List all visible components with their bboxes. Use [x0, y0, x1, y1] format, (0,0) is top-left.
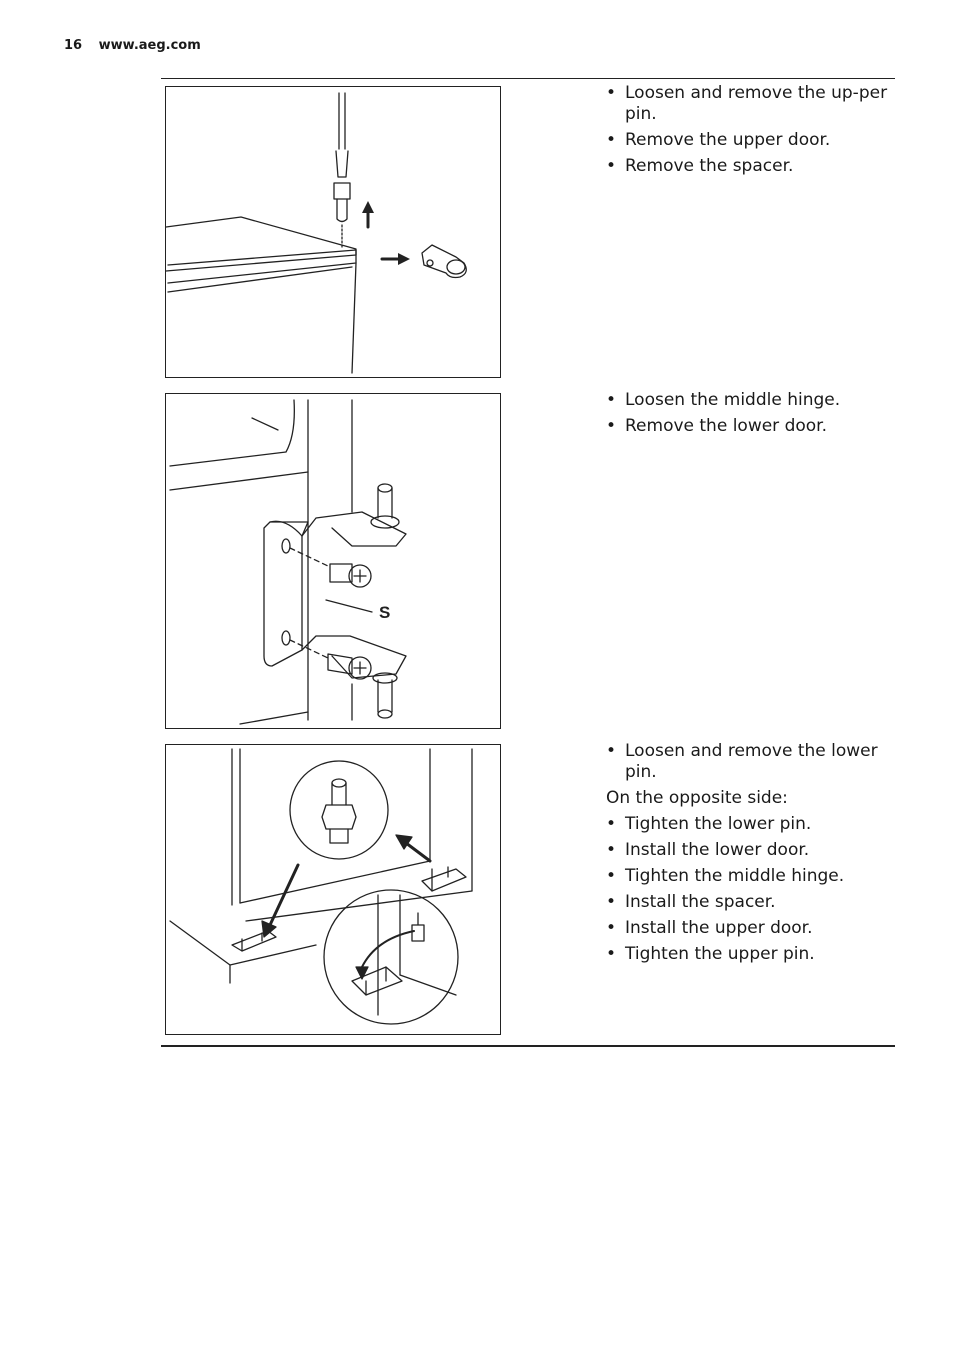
step2-instructions: Loosen the middle hinge. Remove the lowe… [606, 390, 896, 442]
hinge-bracket-drawing [263, 511, 407, 679]
cabinet-top-drawing [166, 216, 357, 374]
step3-bullet: Tighten the middle hinge. [606, 866, 896, 887]
door-panels-drawing [169, 399, 353, 725]
hinge-plate-left-icon [231, 930, 277, 952]
arrow-right-icon [380, 253, 410, 265]
step3-bullet: Install the spacer. [606, 892, 896, 913]
step2-bullet: Remove the lower door. [606, 416, 896, 437]
hinge-plate-right-icon [421, 866, 467, 892]
figure-upper-pin [165, 86, 501, 378]
page-header: 16 www.aeg.com [64, 38, 201, 53]
page-number: 16 [64, 38, 83, 53]
hinge-detail-icon [323, 889, 459, 1025]
step3-note: On the opposite side: [606, 788, 788, 808]
step3-bullet: Loosen and remove the lower pin. [606, 741, 896, 783]
bottom-rule [161, 1045, 895, 1047]
step1-bullet: Loosen and remove the up-per pin. [606, 83, 896, 125]
hinge-pin-top-icon [370, 483, 400, 529]
spacer-icon [421, 244, 467, 279]
website-url[interactable]: www.aeg.com [98, 38, 201, 53]
screw-top-icon [289, 547, 372, 588]
cabinet-bottom-drawing [169, 748, 473, 984]
step1-bullet: Remove the spacer. [606, 156, 896, 177]
screw-bottom-icon [289, 639, 372, 680]
step2-bullet: Loosen the middle hinge. [606, 390, 896, 411]
top-rule [161, 78, 895, 79]
step3-bullet: Tighten the lower pin. [606, 814, 896, 835]
figure-lower-pin [165, 744, 501, 1035]
arrow-down-left-icon [261, 863, 300, 938]
arrow-up-left-icon [395, 834, 432, 863]
screwdriver-icon [335, 92, 349, 178]
hinge-pin-bottom-icon [372, 672, 398, 719]
upper-pin-icon [333, 182, 351, 250]
label-leader-line [325, 599, 373, 613]
step1-bullet: Remove the upper door. [606, 130, 896, 151]
step3-bullet: Install the lower door. [606, 840, 896, 861]
hinge-label-s: S [379, 603, 390, 622]
arrow-up-icon [362, 201, 374, 229]
lower-pin-detail-icon [289, 760, 389, 860]
step1-instructions: Loosen and remove the up-per pin. Remove… [606, 83, 896, 182]
step3-bullet: Tighten the upper pin. [606, 944, 896, 965]
step3-instructions: Loosen and remove the lower pin. On the … [606, 741, 896, 970]
figure-middle-hinge: S [165, 393, 501, 729]
step3-bullet: Install the upper door. [606, 918, 896, 939]
